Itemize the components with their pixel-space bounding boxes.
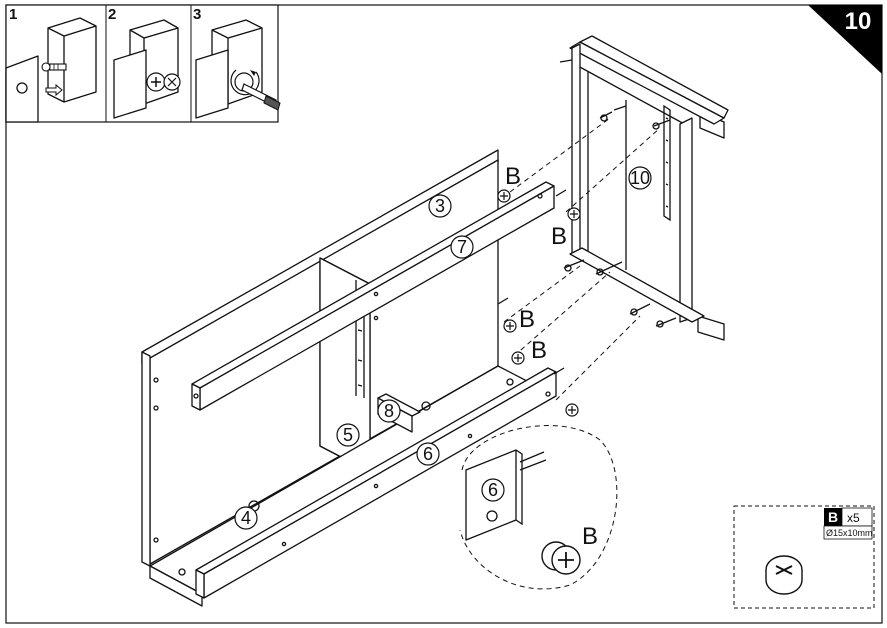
cam-lock-icon: [567, 207, 581, 221]
part-4-label: 4: [241, 508, 251, 528]
cam-bolt-icon: [41, 62, 67, 72]
detail-part-6-marker: [481, 478, 505, 502]
fastener-b-label: B: [531, 337, 547, 364]
main-carcass: [141, 149, 557, 607]
part-5-marker: [336, 423, 360, 447]
cam-fasteners: [497, 189, 581, 417]
detail-fastener-b-label: B: [582, 523, 598, 550]
part-10-marker: [628, 166, 652, 190]
rotate-arrow-icon: [230, 69, 260, 96]
part-10-label: 10: [630, 168, 650, 188]
inset-step-2: 2: [108, 6, 181, 119]
part-7-marker: [450, 235, 474, 259]
cam-lock-icon: [146, 72, 181, 92]
cam-lock-icon: [511, 351, 525, 365]
inset-step-1: 1: [5, 6, 97, 123]
kit-quantity: x5: [847, 511, 860, 525]
insert-arrow-icon: [45, 83, 63, 97]
fastener-b-label: B: [505, 163, 521, 190]
cam-lock-icon: [497, 189, 511, 203]
panel-10-assembly: 10: [559, 35, 729, 341]
part-4-marker: [234, 506, 258, 530]
fastener-b-label: B: [519, 306, 535, 333]
detail-part-6-label: 6: [488, 480, 498, 500]
alignment-guides: [503, 117, 661, 401]
part-labels: 3 7 8 5 6 4: [234, 194, 474, 530]
cam-lock-icon: [765, 555, 803, 595]
step-number: 10: [845, 8, 872, 35]
page-frame: [5, 4, 883, 624]
step-badge: 10: [808, 5, 882, 74]
part-7-label: 7: [457, 237, 467, 257]
inset-step-3-label: 3: [193, 6, 201, 23]
kit-size: Ø15x10mm: [826, 528, 873, 538]
part-3-marker: [428, 194, 452, 218]
part-8-label: 8: [384, 401, 394, 421]
part-6-label: 6: [423, 444, 433, 464]
fastener-b-label: B: [551, 223, 567, 250]
kit-letter-badge: [824, 508, 842, 526]
fastener-callouts: B B B B: [505, 163, 567, 364]
inset-step-1-label: 1: [9, 6, 17, 23]
cam-lock-icon: [541, 541, 581, 575]
inset-step-2-label: 2: [108, 6, 116, 23]
detail-view: 6 B: [459, 425, 618, 590]
hardware-kit: B x5 Ø15x10mm: [733, 505, 875, 609]
inset-step-3: 3: [193, 6, 281, 119]
part-6-marker: [416, 442, 440, 466]
part-3-label: 3: [435, 196, 445, 216]
kit-letter: B: [828, 509, 838, 525]
cam-lock-icon: [503, 319, 517, 333]
inset-cam-lock-steps: 1 2 3: [5, 4, 281, 123]
cam-lock-icon: [565, 403, 579, 417]
part-5-label: 5: [343, 425, 353, 445]
part-8-marker: [377, 399, 401, 423]
